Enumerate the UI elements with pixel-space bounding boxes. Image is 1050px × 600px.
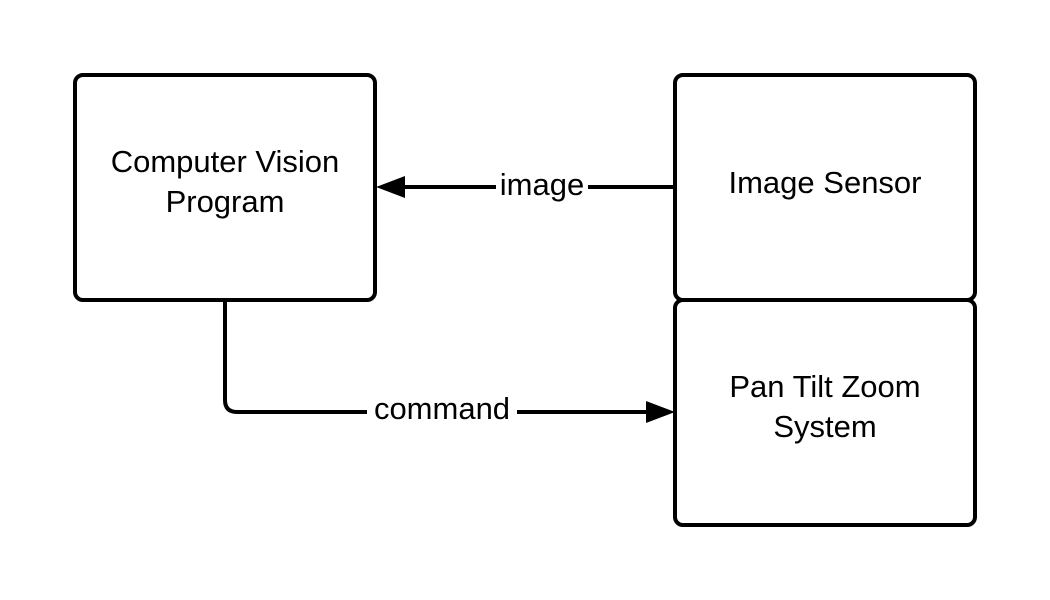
image-arrowhead-icon bbox=[376, 176, 405, 198]
image-sensor-label: Image Sensor bbox=[729, 165, 922, 200]
command-label-background bbox=[367, 392, 517, 430]
computer-vision-program-label-line2: Program bbox=[166, 184, 285, 219]
image-label-background bbox=[496, 168, 588, 206]
pan-tilt-zoom-system-node[interactable]: Pan Tilt Zoom System bbox=[673, 298, 977, 527]
image-edge-label: image bbox=[500, 167, 584, 202]
computer-vision-program-node[interactable]: Computer Vision Program bbox=[73, 73, 377, 302]
pan-tilt-zoom-system-label-line2: System bbox=[773, 409, 876, 444]
command-connector-path bbox=[223, 300, 650, 414]
image-sensor-node[interactable]: Image Sensor bbox=[673, 73, 977, 302]
command-arrowhead-icon bbox=[646, 401, 675, 423]
command-edge: command bbox=[223, 300, 675, 430]
pan-tilt-zoom-system-label-line1: Pan Tilt Zoom bbox=[729, 369, 920, 404]
command-edge-label: command bbox=[374, 391, 510, 426]
pan-tilt-zoom-system-box bbox=[673, 298, 977, 527]
computer-vision-program-label-line1: Computer Vision bbox=[111, 144, 340, 179]
image-edge: image bbox=[376, 167, 675, 206]
